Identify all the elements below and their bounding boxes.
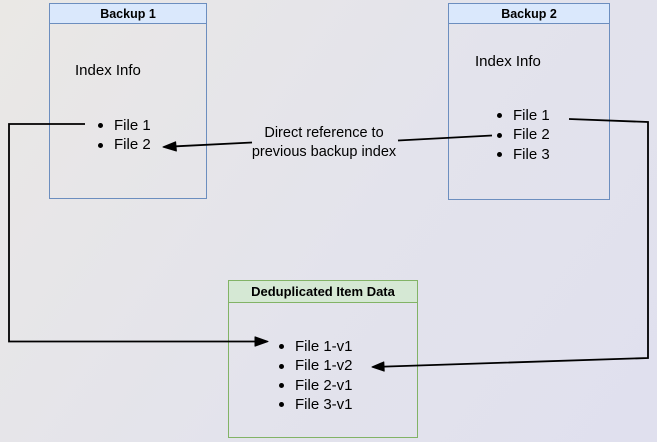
direct-reference-label-line1: Direct reference to — [264, 125, 384, 141]
backup1-file-list: File 1 File 2 — [98, 116, 151, 155]
dedup-file-3v1: File 3-v1 — [295, 396, 353, 414]
backup1-title: Backup 1 — [100, 6, 156, 21]
backup2-subtitle: Index Info — [475, 53, 541, 70]
dedup-file-1v1: File 1-v1 — [295, 338, 353, 355]
list-item: File 1-v1 — [279, 337, 353, 356]
backup2-title: Backup 2 — [501, 6, 557, 21]
direct-reference-label-line2: previous backup index — [251, 143, 397, 160]
dedup-file-2v1: File 2-v1 — [295, 376, 353, 394]
backup2-file-1: File 1 — [513, 107, 550, 124]
list-item: File 2 — [497, 125, 550, 144]
backup1-box: Backup 1 — [49, 3, 207, 199]
list-item: File 1-v2 — [279, 356, 353, 375]
backup1-subtitle: Index Info — [75, 62, 141, 79]
list-item: File 3 — [497, 145, 550, 164]
list-item: File 1 — [98, 116, 151, 135]
backup2-file-list: File 1 File 2 File 3 — [497, 106, 550, 164]
backup2-file-3: File 3 — [513, 145, 550, 163]
backup2-file-2: File 2 — [513, 126, 550, 144]
dedup-file-list: File 1-v1 File 1-v2 File 2-v1 File 3-v1 — [279, 337, 353, 415]
backup2-box: Backup 2 — [448, 3, 610, 200]
backup1-file-2: File 2 — [114, 136, 151, 154]
dedup-title: Deduplicated Item Data — [251, 284, 395, 299]
backup2-header: Backup 2 — [449, 4, 609, 24]
list-item: File 3-v1 — [279, 395, 353, 414]
direct-reference-label: Direct reference to previous backup inde… — [243, 124, 405, 161]
backup1-header: Backup 1 — [50, 4, 206, 24]
list-item: File 2 — [98, 135, 151, 154]
dedup-box: Deduplicated Item Data — [228, 280, 418, 438]
dedup-header: Deduplicated Item Data — [229, 281, 417, 303]
backup1-file-1: File 1 — [114, 117, 151, 134]
dedup-file-1v2: File 1-v2 — [295, 357, 353, 375]
list-item: File 2-v1 — [279, 376, 353, 395]
list-item: File 1 — [497, 106, 550, 125]
